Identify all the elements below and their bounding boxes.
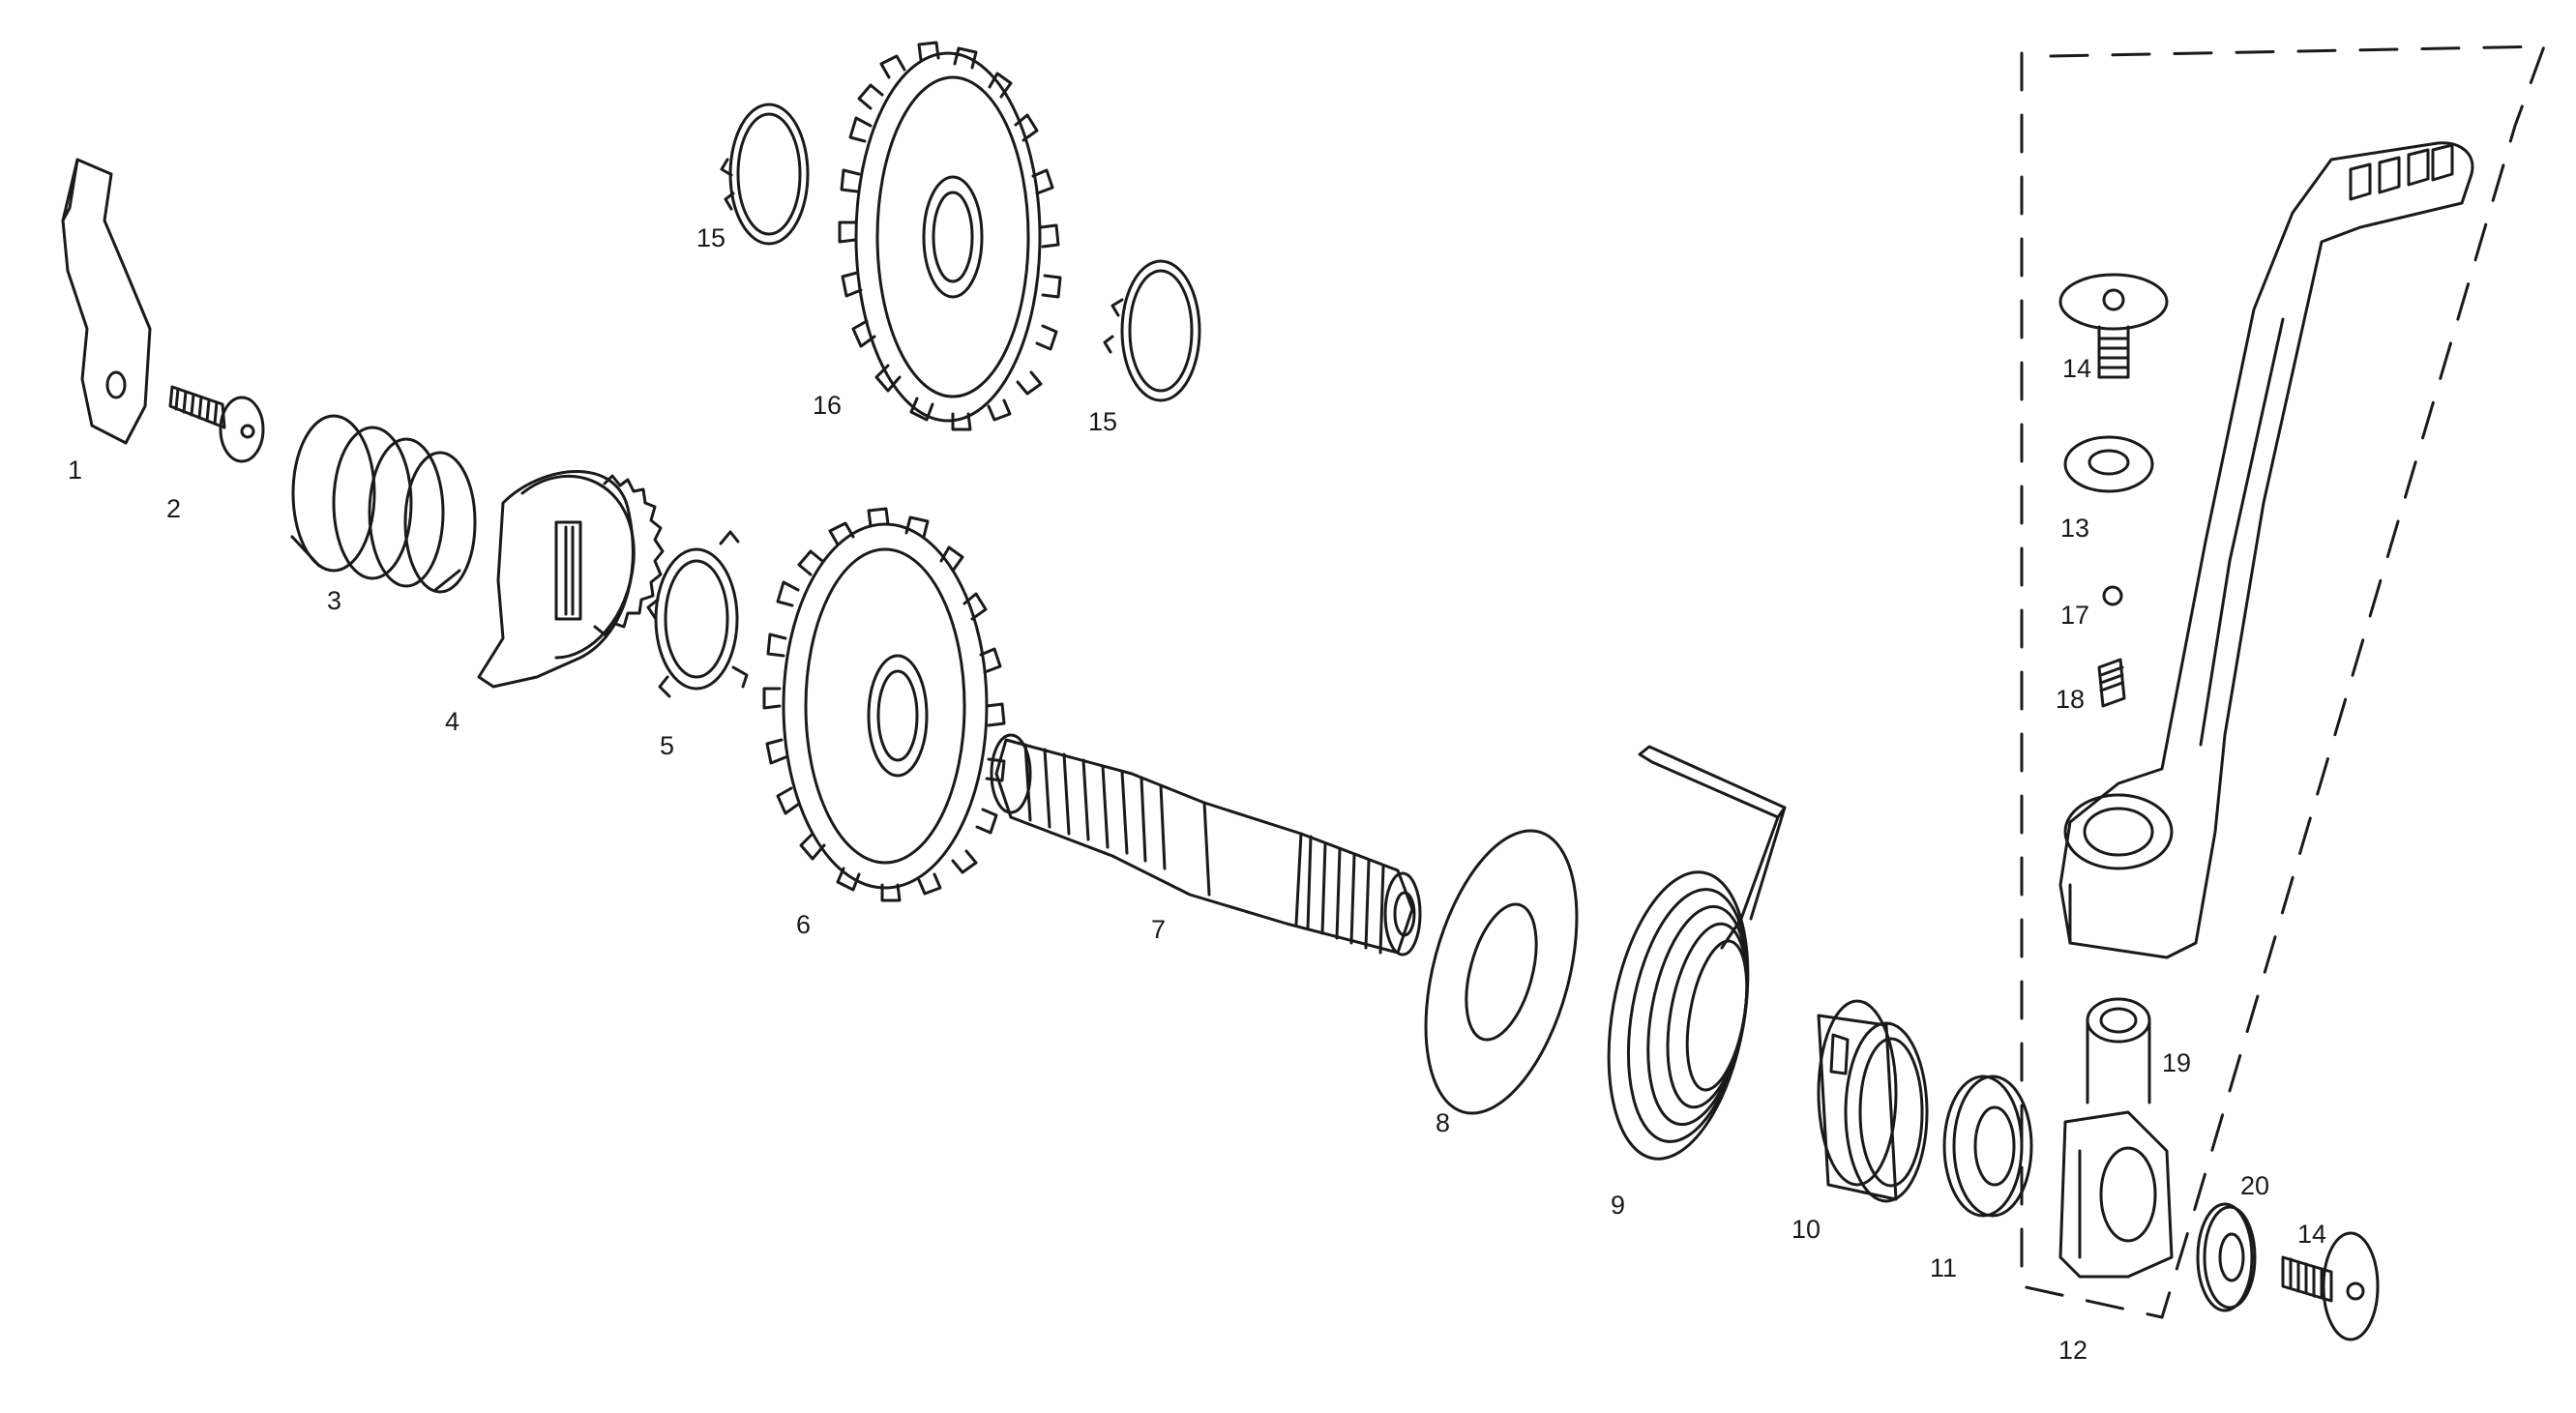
label-part-3: 3 (327, 586, 341, 615)
label-part-1: 1 (68, 456, 82, 485)
label-part-15-left: 15 (696, 223, 725, 252)
part-10-collar (1819, 1001, 1927, 1201)
part-18-spring (2099, 660, 2124, 706)
label-part-8: 8 (1436, 1108, 1450, 1137)
part-14-bolt-lower (2283, 1233, 2378, 1339)
label-part-6: 6 (796, 910, 811, 939)
label-part-19: 19 (2162, 1048, 2191, 1077)
part-16-gear (840, 43, 1060, 429)
label-part-13: 13 (2060, 514, 2089, 543)
label-part-4: 4 (445, 707, 459, 736)
assembly-dashed-frame (2020, 44, 2546, 1319)
label-part-2: 2 (166, 494, 181, 523)
part-9-torsion-spring (1588, 747, 1785, 1170)
label-part-9: 9 (1611, 1191, 1625, 1220)
part-3-spring (292, 416, 475, 592)
label-part-20: 20 (2240, 1171, 2269, 1200)
label-part-18: 18 (2056, 685, 2085, 714)
label-part-14-lower: 14 (2297, 1220, 2326, 1249)
part-8-washer (1399, 814, 1605, 1130)
part-6-gear (764, 509, 1004, 900)
callout-labels: 1 2 3 4 5 6 7 8 9 10 11 12 13 14 14 15 1… (68, 223, 2326, 1365)
part-19-kick-boss (2060, 999, 2172, 1277)
label-part-15-right: 15 (1088, 407, 1117, 436)
part-5-circlip (648, 532, 747, 696)
part-7-shaft (992, 735, 1420, 955)
label-part-10: 10 (1791, 1215, 1821, 1244)
label-part-16: 16 (813, 391, 842, 420)
label-part-7: 7 (1151, 915, 1166, 944)
part-15-circlip-right (1105, 261, 1199, 400)
part-12-kick-lever (2060, 143, 2472, 957)
label-part-17: 17 (2060, 601, 2089, 630)
label-part-14-upper: 14 (2062, 354, 2091, 383)
part-15-circlip-left (722, 104, 808, 244)
label-part-11: 11 (1930, 1253, 1957, 1282)
part-14-bolt-upper (2060, 275, 2167, 377)
part-20-washer (2198, 1204, 2255, 1310)
label-part-12: 12 (2058, 1336, 2087, 1365)
part-17-ball (2104, 587, 2121, 604)
label-part-5: 5 (660, 731, 674, 760)
part-13-washer (2065, 437, 2152, 491)
part-1-lock-plate (63, 160, 150, 443)
part-4-ratchet (479, 472, 663, 688)
part-11-small-washer (1944, 1076, 2031, 1216)
part-2-bolt (170, 387, 263, 461)
